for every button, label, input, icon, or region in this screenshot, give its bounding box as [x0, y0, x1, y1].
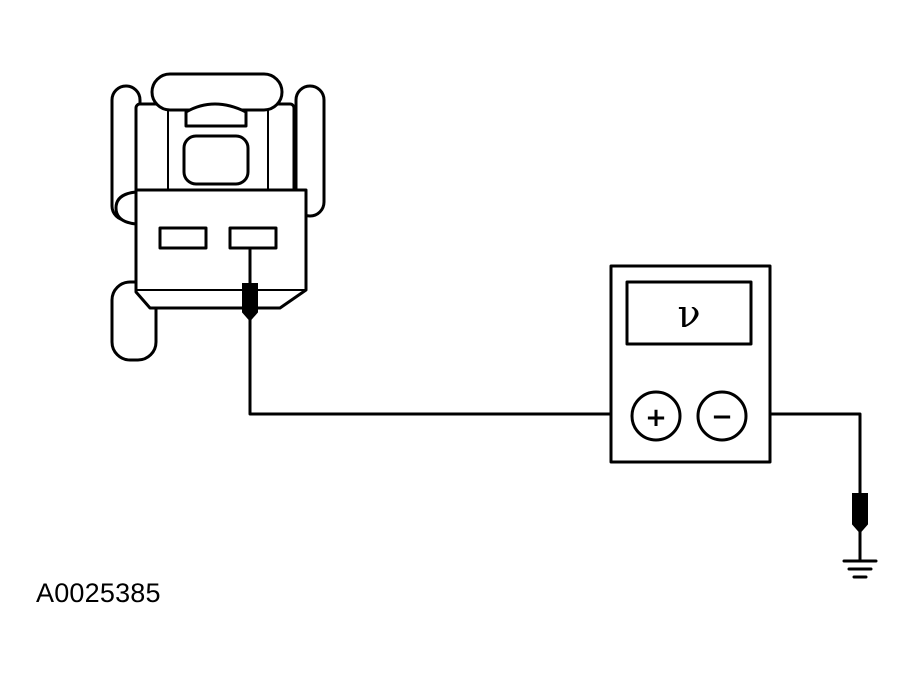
voltmeter: ν + −: [609, 264, 772, 464]
positive-test-lead: [248, 318, 634, 416]
back-probe-connector: [242, 283, 258, 322]
negative-terminal-label: −: [711, 402, 733, 432]
connector-terminal-slot-2: [228, 226, 278, 250]
negative-test-lead: [744, 412, 862, 496]
ground-probe-icon: [852, 493, 868, 562]
connector-body: [134, 188, 308, 310]
ground-symbol-icon: [842, 559, 878, 579]
connector-right-tab: [294, 84, 326, 218]
positive-terminal: [630, 390, 682, 442]
connector-latch-button: [184, 102, 248, 128]
probe-tip-icon: [242, 248, 258, 322]
positive-terminal-label: +: [645, 403, 667, 433]
electrical-connector-icon: [110, 72, 326, 362]
voltage-symbol: ν: [677, 292, 700, 336]
negative-terminal: [696, 390, 748, 442]
connector-terminal-slot-1: [158, 226, 208, 250]
voltmeter-display: [625, 280, 753, 346]
connector-window: [182, 134, 250, 186]
figure-identifier: A0025385: [36, 578, 161, 608]
connector-side-ear: [114, 190, 138, 226]
